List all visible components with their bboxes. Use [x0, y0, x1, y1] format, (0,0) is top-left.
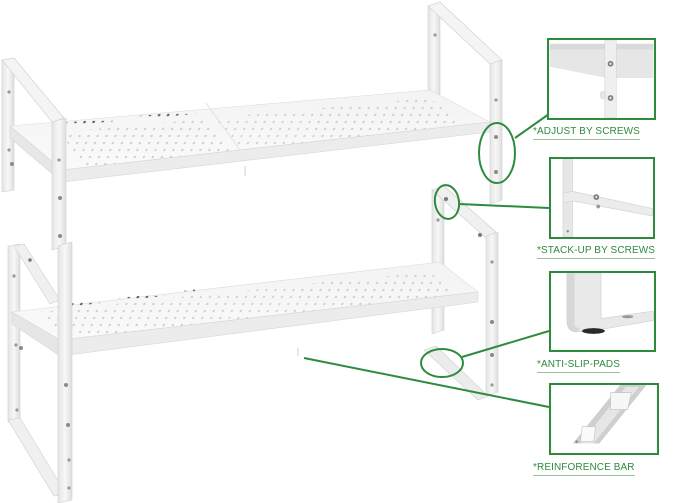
upper-left-frame — [1, 57, 65, 193]
reinforce-label: *REINFORENCE BAR — [533, 462, 635, 476]
upper-shelf — [9, 89, 491, 183]
antislip-callout-circle — [420, 348, 464, 378]
reinforce-detail-box — [549, 383, 659, 455]
adjust-label: *ADJUST BY SCREWS — [533, 126, 640, 140]
adjust-callout-circle — [478, 122, 516, 184]
antislip-connector-line — [461, 330, 550, 358]
lower-left-frame — [7, 243, 67, 497]
adjust-connector-line — [514, 113, 550, 139]
adjust-detail-box — [547, 38, 656, 120]
lower-front-left-leg — [19, 241, 73, 503]
stack-callout-circle — [433, 184, 461, 220]
foot-pad-detail-image — [551, 273, 654, 350]
antislip-detail-box — [549, 271, 656, 352]
antislip-label: *ANTI-SLIP-PADS — [537, 359, 620, 373]
stacked-joint-detail-image — [551, 159, 653, 237]
stack-connector-line — [458, 203, 550, 209]
reinforce-connector-line — [303, 357, 550, 408]
lower-shelf — [11, 261, 479, 357]
bracket-screws-detail-image — [549, 40, 654, 118]
reinforcement-bar-detail-image — [552, 385, 656, 453]
stack-detail-box — [549, 157, 655, 239]
stack-label: *STACK-UP BY SCREWS — [537, 245, 656, 259]
